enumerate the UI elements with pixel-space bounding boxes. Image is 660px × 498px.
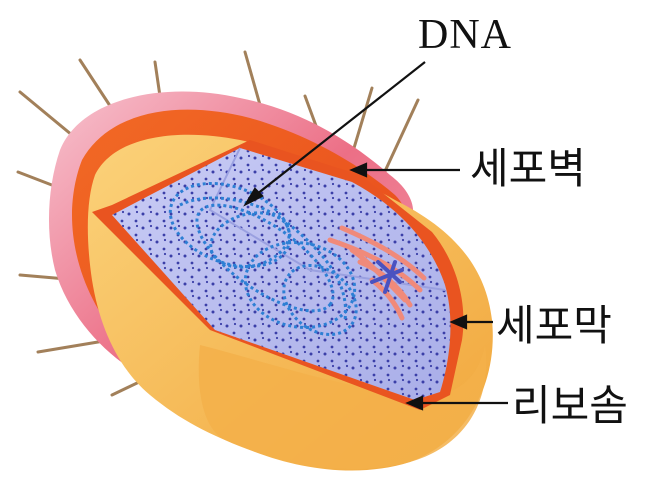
- plasmid-core: [370, 260, 404, 294]
- leader-lines: [243, 61, 508, 411]
- cell-body-front: [198, 345, 487, 470]
- dna-label: DNA: [418, 12, 512, 58]
- ribosome-label: 리보솜: [512, 381, 628, 430]
- cytoplasm-ribosomes: [112, 148, 451, 400]
- dna-nucleoid: [168, 181, 358, 336]
- cell-membrane-label: 세포막: [496, 301, 612, 350]
- cell-wall-label: 세포벽: [470, 144, 586, 193]
